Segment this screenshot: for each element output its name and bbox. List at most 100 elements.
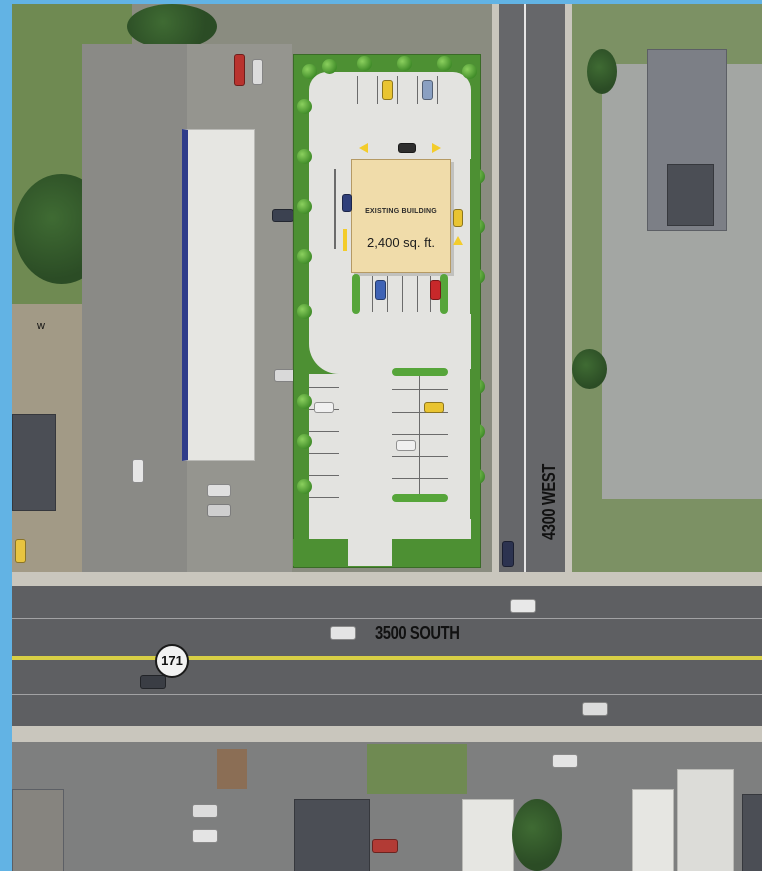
parked-car [207, 484, 231, 497]
parked-car [15, 539, 26, 563]
car [582, 702, 608, 716]
shrub [297, 249, 312, 264]
shrub [297, 434, 312, 449]
parking-stall-line [392, 389, 448, 390]
parked-car [430, 280, 441, 300]
grass-patch [367, 744, 467, 794]
car [330, 626, 356, 640]
shrub [297, 479, 312, 494]
building-roof [12, 414, 56, 511]
car [510, 599, 536, 613]
parcel-tag: w [37, 320, 45, 332]
highway-shield-icon: 171 [155, 644, 189, 678]
aerial-site-map: EXISTING BUILDING 2,400 sq. ft. 3500 SOU… [12, 4, 762, 871]
building-roof [632, 789, 674, 871]
curb-line [334, 169, 336, 249]
existing-building: EXISTING BUILDING 2,400 sq. ft. [351, 159, 451, 273]
landscape-strip [470, 369, 480, 519]
shrub [297, 99, 312, 114]
sidewalk-south [12, 726, 762, 742]
arrow-icon [343, 229, 347, 251]
tree-canopy [127, 4, 217, 49]
parking-stall-line [357, 76, 358, 104]
shrub [297, 304, 312, 319]
parked-car [382, 80, 393, 100]
building-roof [12, 789, 64, 871]
parked-car [375, 280, 386, 300]
shrub [297, 394, 312, 409]
landscape-corner [392, 539, 479, 566]
parking-stall-line [309, 497, 339, 498]
building-roof [667, 164, 714, 226]
parking-stall-line [392, 456, 448, 457]
paved-parking-south [309, 374, 471, 566]
sidewalk [565, 4, 572, 579]
lane-line [524, 4, 526, 659]
parked-car [234, 54, 245, 86]
building-title: EXISTING BUILDING [365, 208, 437, 215]
building-roof [294, 799, 370, 871]
landscape-island [392, 494, 448, 502]
parked-car [252, 59, 263, 85]
parked-car [192, 829, 218, 843]
lane-line [12, 618, 762, 619]
parked-car [424, 402, 444, 413]
shrub [322, 59, 337, 74]
parking-stall-line [309, 453, 339, 454]
shrub [297, 199, 312, 214]
building-roof-strip-mall [182, 129, 255, 461]
parking-stall-line [377, 76, 378, 104]
shrub [397, 56, 412, 71]
parking-stall-line [437, 76, 438, 104]
parking-stall-line [392, 412, 448, 413]
parking-stall-line [417, 276, 418, 312]
landscape-island [392, 368, 448, 376]
landscape-strip [470, 159, 480, 314]
road-label-3500-south: 3500 SOUTH [375, 623, 460, 643]
building-area: 2,400 sq. ft. [367, 235, 435, 250]
sidewalk-north [12, 572, 762, 586]
parked-car [342, 194, 352, 212]
road-label-4300-west: 4300 WEST [539, 464, 559, 540]
sidewalk [492, 4, 499, 579]
dirt-patch [217, 749, 247, 789]
arrow-icon [432, 143, 441, 153]
building-roof [677, 769, 734, 871]
parking-stall-line [372, 276, 373, 312]
car [140, 675, 166, 689]
car [502, 541, 514, 567]
parked-car [422, 80, 433, 100]
parking-stall-line [392, 434, 448, 435]
landscape-island [440, 274, 448, 314]
parking-stall-line [402, 276, 403, 312]
tree-canopy [572, 349, 607, 389]
lane-line [12, 694, 762, 695]
parking-stall-line [309, 475, 339, 476]
building-roof [742, 794, 762, 871]
parking-stall-line [387, 276, 388, 312]
parking-lot-west [82, 44, 192, 574]
building-roof [462, 799, 514, 871]
parking-stall-line [417, 76, 418, 104]
shrub [302, 64, 317, 79]
parking-stall-line [419, 376, 420, 494]
parked-car [398, 143, 416, 153]
parked-car [192, 804, 218, 818]
parked-car [132, 459, 144, 483]
parked-car [207, 504, 231, 517]
parked-car [372, 839, 398, 853]
arrow-icon [453, 236, 463, 245]
parked-car [314, 402, 334, 413]
parked-car [552, 754, 578, 768]
shrub [297, 149, 312, 164]
parking-stall-line [392, 478, 448, 479]
landscape-island [352, 274, 360, 314]
shrub [357, 56, 372, 71]
shrub [462, 64, 477, 79]
landscape-corner [293, 539, 348, 566]
parking-stall-line [309, 387, 339, 388]
parking-stall-line [397, 76, 398, 104]
arrow-icon [359, 143, 368, 153]
shrub [437, 56, 452, 71]
parked-car [272, 209, 294, 222]
